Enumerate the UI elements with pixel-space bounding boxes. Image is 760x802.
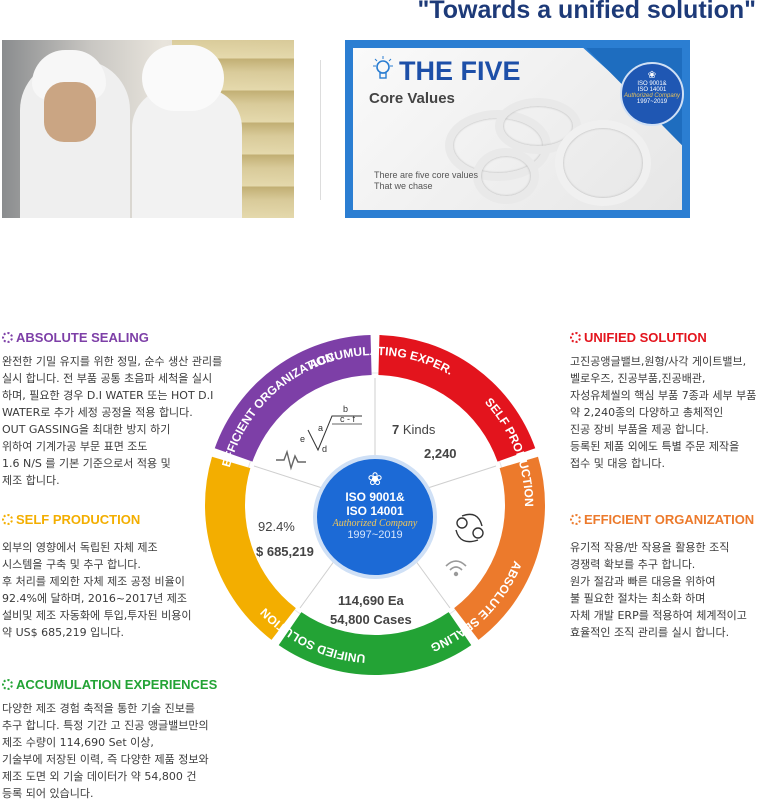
core-title: THE FIVE <box>399 56 521 86</box>
wheel-segment-unified <box>377 335 536 463</box>
wheel-segment-absolute <box>214 335 373 463</box>
production-quantity: 114,690 Ea <box>338 593 404 608</box>
gear-icon <box>2 332 13 343</box>
unified-solution-heading: UNIFIED SOLUTION <box>570 330 760 345</box>
accumulation-heading: ACCUMULATION EXPERIENCES <box>2 677 242 692</box>
absolute-sealing-text: 완전한 기밀 유지를 위한 정밀, 순수 생산 관리를 실시 합니다. 전 부품… <box>2 355 223 487</box>
gear-icon <box>2 679 13 690</box>
svg-text:e: e <box>300 434 305 444</box>
accumulation-section: ACCUMULATION EXPERIENCES 다양한 제조 경험 축적을 통… <box>2 677 242 802</box>
gear-icon <box>570 514 581 525</box>
pulse-icon <box>276 449 306 471</box>
surface-roughness-icon: b c - f a e d <box>300 404 362 454</box>
iso-seal-center: ❀ ISO 9001& ISO 14001 Authorized Company… <box>313 455 437 579</box>
engineers-photo <box>2 40 294 218</box>
investment-cost: $ 685,219 <box>256 544 314 559</box>
wheel-segment-self <box>205 456 297 640</box>
company-logo-icon: ❀ <box>367 469 383 489</box>
kinds-total: 2,240 <box>424 446 457 461</box>
wifi-icon <box>445 560 467 577</box>
accumulation-text: 다양한 제조 경험 축적을 통한 기술 진보를 추구 합니다. 특정 기간 고 … <box>2 702 209 800</box>
svg-text:a: a <box>318 423 323 433</box>
page-slogan: "Towards a unified solution" <box>417 0 756 24</box>
cycle-icon <box>455 513 484 543</box>
efficient-organization-section: EFFICIENT ORGANIZATION 유기적 작용/반 작용을 활용한 … <box>570 512 760 641</box>
self-production-text: 외부의 영향에서 독립된 자체 제조 시스템을 구축 및 추구 합니다. 후 처… <box>2 541 192 639</box>
core-values-banner: THE FIVE Core Values There are five core… <box>345 40 690 218</box>
production-ratio: 92.4% <box>258 519 295 534</box>
wheel-segment-accum <box>278 611 472 675</box>
lightbulb-icon <box>373 56 393 79</box>
unified-solution-text: 고진공앵글밸브,원형/사각 게이트밸브, 벨로우즈, 진공부품,진공배관, 자성… <box>570 355 757 470</box>
absolute-sealing-heading: ABSOLUTE SEALING <box>2 330 232 345</box>
gear-icon <box>2 514 13 525</box>
unified-solution-section: UNIFIED SOLUTION 고진공앵글밸브,원형/사각 게이트밸브, 벨로… <box>570 330 760 472</box>
core-note: There are five core values That we chase <box>374 170 479 191</box>
svg-text:b: b <box>343 404 348 414</box>
self-production-section: SELF PRODUCTION 외부의 영향에서 독립된 자체 제조 시스템을 … <box>2 512 232 641</box>
kinds-value: 7 Kinds <box>392 422 436 437</box>
svg-text:c - f: c - f <box>340 414 355 424</box>
gear-icon <box>570 332 581 343</box>
divider <box>320 60 321 200</box>
absolute-sealing-section: ABSOLUTE SEALING 완전한 기밀 유지를 위한 정밀, 순수 생산… <box>2 330 232 489</box>
iso-seal-small: ❀ ISO 9001& ISO 14001 Authorized Company… <box>620 62 684 126</box>
self-production-heading: SELF PRODUCTION <box>2 512 232 527</box>
technical-cases: 54,800 Cases <box>330 612 412 627</box>
core-subtitle: Core Values <box>369 90 455 107</box>
svg-text:d: d <box>322 444 327 454</box>
wheel-segment-efficient <box>453 456 545 640</box>
efficient-organization-heading: EFFICIENT ORGANIZATION <box>570 512 760 527</box>
efficient-organization-text: 유기적 작용/반 작용을 활용한 조직 경쟁력 확보를 추구 합니다. 원가 절… <box>570 541 747 639</box>
